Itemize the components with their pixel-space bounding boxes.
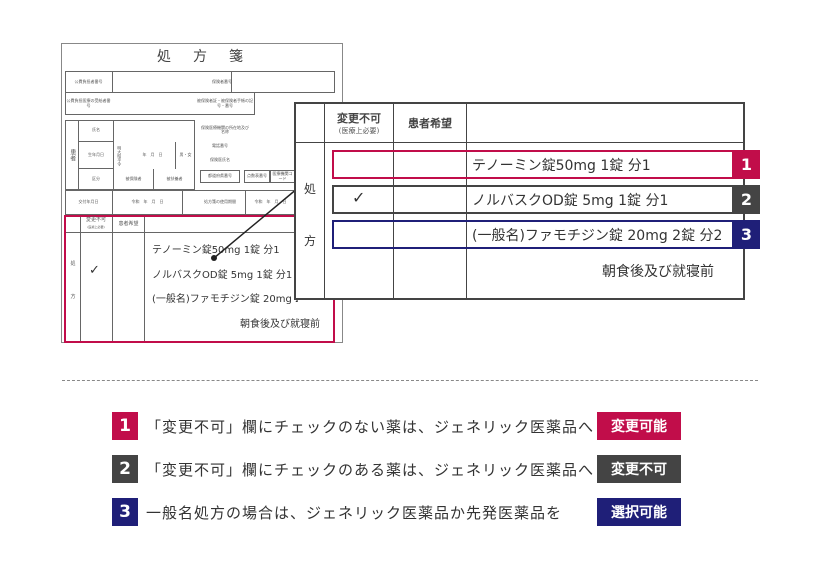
birthdate-label: 生年月日 [79, 142, 114, 169]
rx-timing: 朝食後及び就寝前 [240, 319, 320, 330]
connector-line [213, 187, 299, 259]
institution-label: 保険医療機関の所在地及び名称 [201, 124, 249, 134]
rx-patient-request-label: 患者希望 [118, 220, 139, 227]
rx-line-1: テノーミン錠50mg 1錠 分1 [152, 245, 280, 256]
legend-1-text: 「変更不可」欄にチェックのない薬は、ジェネリック医薬品へ [146, 418, 595, 436]
rx-header-line [66, 232, 333, 233]
check-icon: ✓ [89, 263, 100, 278]
rx-col-lines [80, 217, 145, 341]
panel-section-char-1: 処 [303, 182, 316, 196]
valid-period-value: 令和 年 月 日 [245, 190, 295, 215]
panel-patient-request-label: 患者希望 [408, 117, 452, 130]
insurer-no-label: 保険者番号 [212, 78, 232, 84]
pref-no-label: 都道府県番号 [200, 170, 240, 183]
legend-2-label: 変更不可 [597, 455, 681, 483]
recipient-no-label: 公費負担医療の受給者番号 [66, 98, 111, 108]
insured-card-no-label: 被保険者証・被保険者手帳の記号・番号 [197, 98, 253, 108]
rx-no-change-sub: (医療上必要) [87, 225, 105, 230]
row-2-number-badge: 2 [733, 185, 760, 214]
patient-block [65, 120, 195, 190]
legend-3-number: 3 [112, 498, 138, 526]
category-label: 区分 [79, 169, 114, 190]
panel-col-line-2 [393, 103, 394, 299]
legend-1-label: 変更可能 [597, 412, 681, 440]
issue-date-label: 交付年月日 [65, 190, 113, 215]
panel-no-change-label: 変更不可 [337, 112, 381, 125]
panel-timing: 朝食後及び就寝前 [602, 264, 714, 280]
rx-section-char-1: 処 [70, 261, 76, 268]
ymd-label: 年 月 日 [142, 152, 163, 158]
connector-dot [211, 255, 217, 261]
legend-3-text: 一般名処方の場合は、ジェネリック医薬品か先発医薬品を [146, 504, 563, 522]
score-table-label: 点数表番号 [244, 170, 270, 183]
dashed-divider [62, 380, 758, 381]
rx-line-2: ノルバスクOD錠 5mg 1錠 分1 [152, 270, 293, 281]
rx-col-line [112, 217, 113, 341]
name-label: 氏名 [79, 120, 114, 142]
rx-no-change-label: 変更不可 [85, 217, 106, 224]
public-payer-no-label: 公費負担者番号 [74, 78, 103, 84]
panel-row-2-text: ノルバスクOD錠 5mg 1錠 分1 [472, 193, 669, 209]
form-row-2 [65, 92, 255, 115]
legend-3-label: 選択可能 [597, 498, 681, 526]
row-3-number-badge: 3 [733, 220, 760, 249]
legend-1-number: 1 [112, 412, 138, 440]
insured-label: 被保険者 [114, 169, 154, 190]
rx-line-3: (一般名)ファモチジン錠 20mg 2錠 分2 [152, 294, 298, 305]
panel-row-1-text: テノーミン錠50mg 1錠 分1 [472, 158, 651, 174]
panel-no-change-sub: (医療上必要) [338, 127, 380, 135]
patient-label: 患者 [65, 120, 79, 190]
divider [112, 71, 232, 93]
row-1-number-badge: 1 [733, 150, 760, 179]
sex-label: 男・女 [175, 142, 195, 169]
rx-section-char-2: 方 [70, 294, 76, 301]
era-label: 明大昭平令 [117, 145, 123, 166]
panel-col-line-1 [324, 103, 325, 299]
dependent-label: 被扶養者 [166, 176, 183, 182]
panel-col-line-3 [466, 103, 467, 299]
panel-header-line [295, 142, 744, 143]
issue-date-value: 令和 年 月 日 [113, 190, 183, 215]
form-title: 処 方 箋 [157, 49, 247, 65]
doctor-label: 保険医氏名 [210, 156, 230, 162]
legend-2-text: 「変更不可」欄にチェックのある薬は、ジェネリック医薬品へ [146, 461, 595, 479]
valid-period-label: 処方箋の使用期間 [204, 199, 236, 205]
panel-row-3-text: (一般名)ファモチジン錠 20mg 2錠 分2 [472, 228, 723, 244]
legend-2-number: 2 [112, 455, 138, 483]
panel-section-char-2: 方 [303, 234, 316, 248]
check-icon: ✓ [352, 188, 366, 207]
phone-label: 電話番号 [212, 142, 228, 148]
